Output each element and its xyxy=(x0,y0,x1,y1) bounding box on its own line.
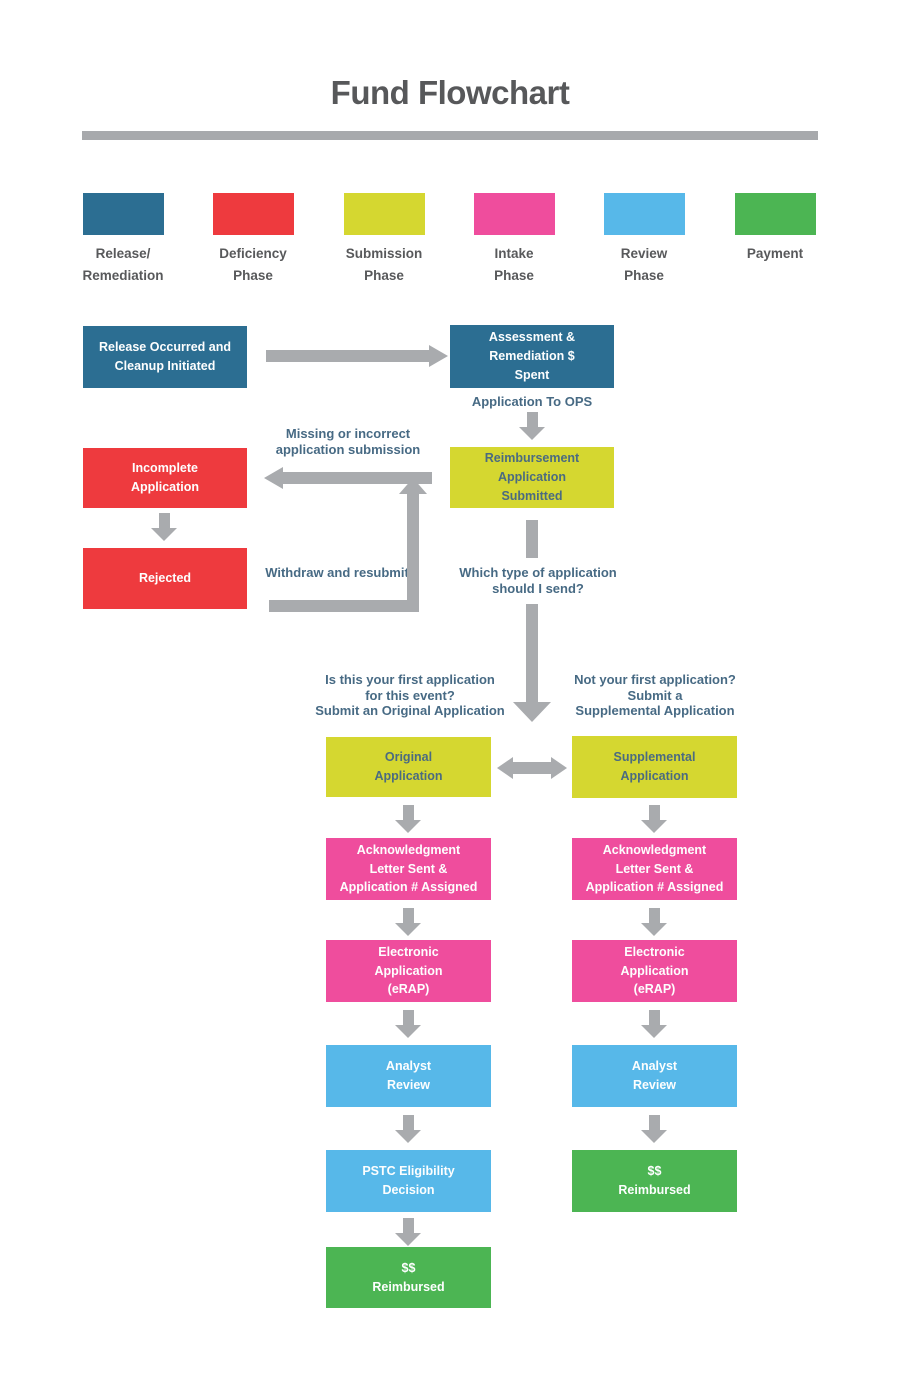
arrow-down-icon xyxy=(395,1218,421,1246)
legend-label-review: Review Phase xyxy=(620,246,668,283)
arrow-down-icon xyxy=(641,1115,667,1143)
node-analyst-review-supplemental: Analyst Review xyxy=(572,1045,737,1107)
label-missing-incorrect: Missing or incorrect application submiss… xyxy=(275,426,421,458)
arrow-down-icon xyxy=(641,1010,667,1038)
node-analyst-review-original: Analyst Review xyxy=(326,1045,491,1107)
node-pstc-eligibility-decision: PSTC Eligibility Decision xyxy=(326,1150,491,1212)
legend-label-payment: Payment xyxy=(746,246,804,261)
legend-swatch-review xyxy=(604,193,685,235)
node-incomplete-application: Incomplete Application xyxy=(83,448,247,508)
label-application-to-ops: Application To OPS xyxy=(471,394,593,409)
node-erap-original: Electronic Application (eRAP) xyxy=(326,940,491,1002)
arrow-left-icon xyxy=(264,467,432,489)
node-erap-supplemental: Electronic Application (eRAP) xyxy=(572,940,737,1002)
arrow-down-icon xyxy=(395,1010,421,1038)
arrow-down-icon xyxy=(395,1115,421,1143)
legend-swatch-deficiency xyxy=(213,193,294,235)
label-not-first-application: Not your first application? Submit a Sup… xyxy=(574,672,736,719)
label-withdraw-resubmit: Withdraw and resubmit xyxy=(265,565,409,580)
arrow-down-icon xyxy=(519,412,545,440)
node-release-occurred: Release Occurred and Cleanup Initiated xyxy=(83,326,247,388)
legend-swatch-intake xyxy=(474,193,555,235)
legend-swatch-submission xyxy=(344,193,425,235)
arrow-left-right-icon xyxy=(497,757,567,779)
legend-swatch-release-remediation xyxy=(83,193,164,235)
legend-swatch-payment xyxy=(735,193,816,235)
node-original-application: Original Application xyxy=(326,737,491,797)
legend-label-intake: Intake Phase xyxy=(494,246,534,283)
node-reimbursement-submitted: Reimbursement Application Submitted xyxy=(450,447,614,508)
node-supplemental-application: Supplemental Application xyxy=(572,736,737,798)
node-reimbursed-supplemental: $$ Reimbursed xyxy=(572,1150,737,1212)
arrow-down-icon xyxy=(641,805,667,833)
label-which-type: Which type of application should I send? xyxy=(459,565,617,597)
legend-label-submission: Submission Phase xyxy=(345,246,423,283)
node-assessment-spent: Assessment & Remediation $ Spent xyxy=(450,325,614,388)
page-title: Fund Flowchart xyxy=(330,74,570,111)
node-reimbursed-original: $$ Reimbursed xyxy=(326,1247,491,1308)
legend-label-deficiency: Deficiency Phase xyxy=(219,246,287,283)
legend-label-release-remediation: Release/ Remediation xyxy=(82,246,164,283)
arrow-down-icon xyxy=(151,513,177,541)
arrow-down-icon xyxy=(641,908,667,936)
node-ack-original: Acknowledgment Letter Sent & Application… xyxy=(326,838,491,900)
arrow-down-icon xyxy=(395,805,421,833)
arrow-down-icon xyxy=(395,908,421,936)
label-first-application: Is this your first application for this … xyxy=(315,672,505,719)
title-divider xyxy=(82,131,818,140)
node-ack-supplemental: Acknowledgment Letter Sent & Application… xyxy=(572,838,737,900)
arrow-right-icon xyxy=(266,345,448,367)
node-rejected: Rejected xyxy=(83,548,247,609)
